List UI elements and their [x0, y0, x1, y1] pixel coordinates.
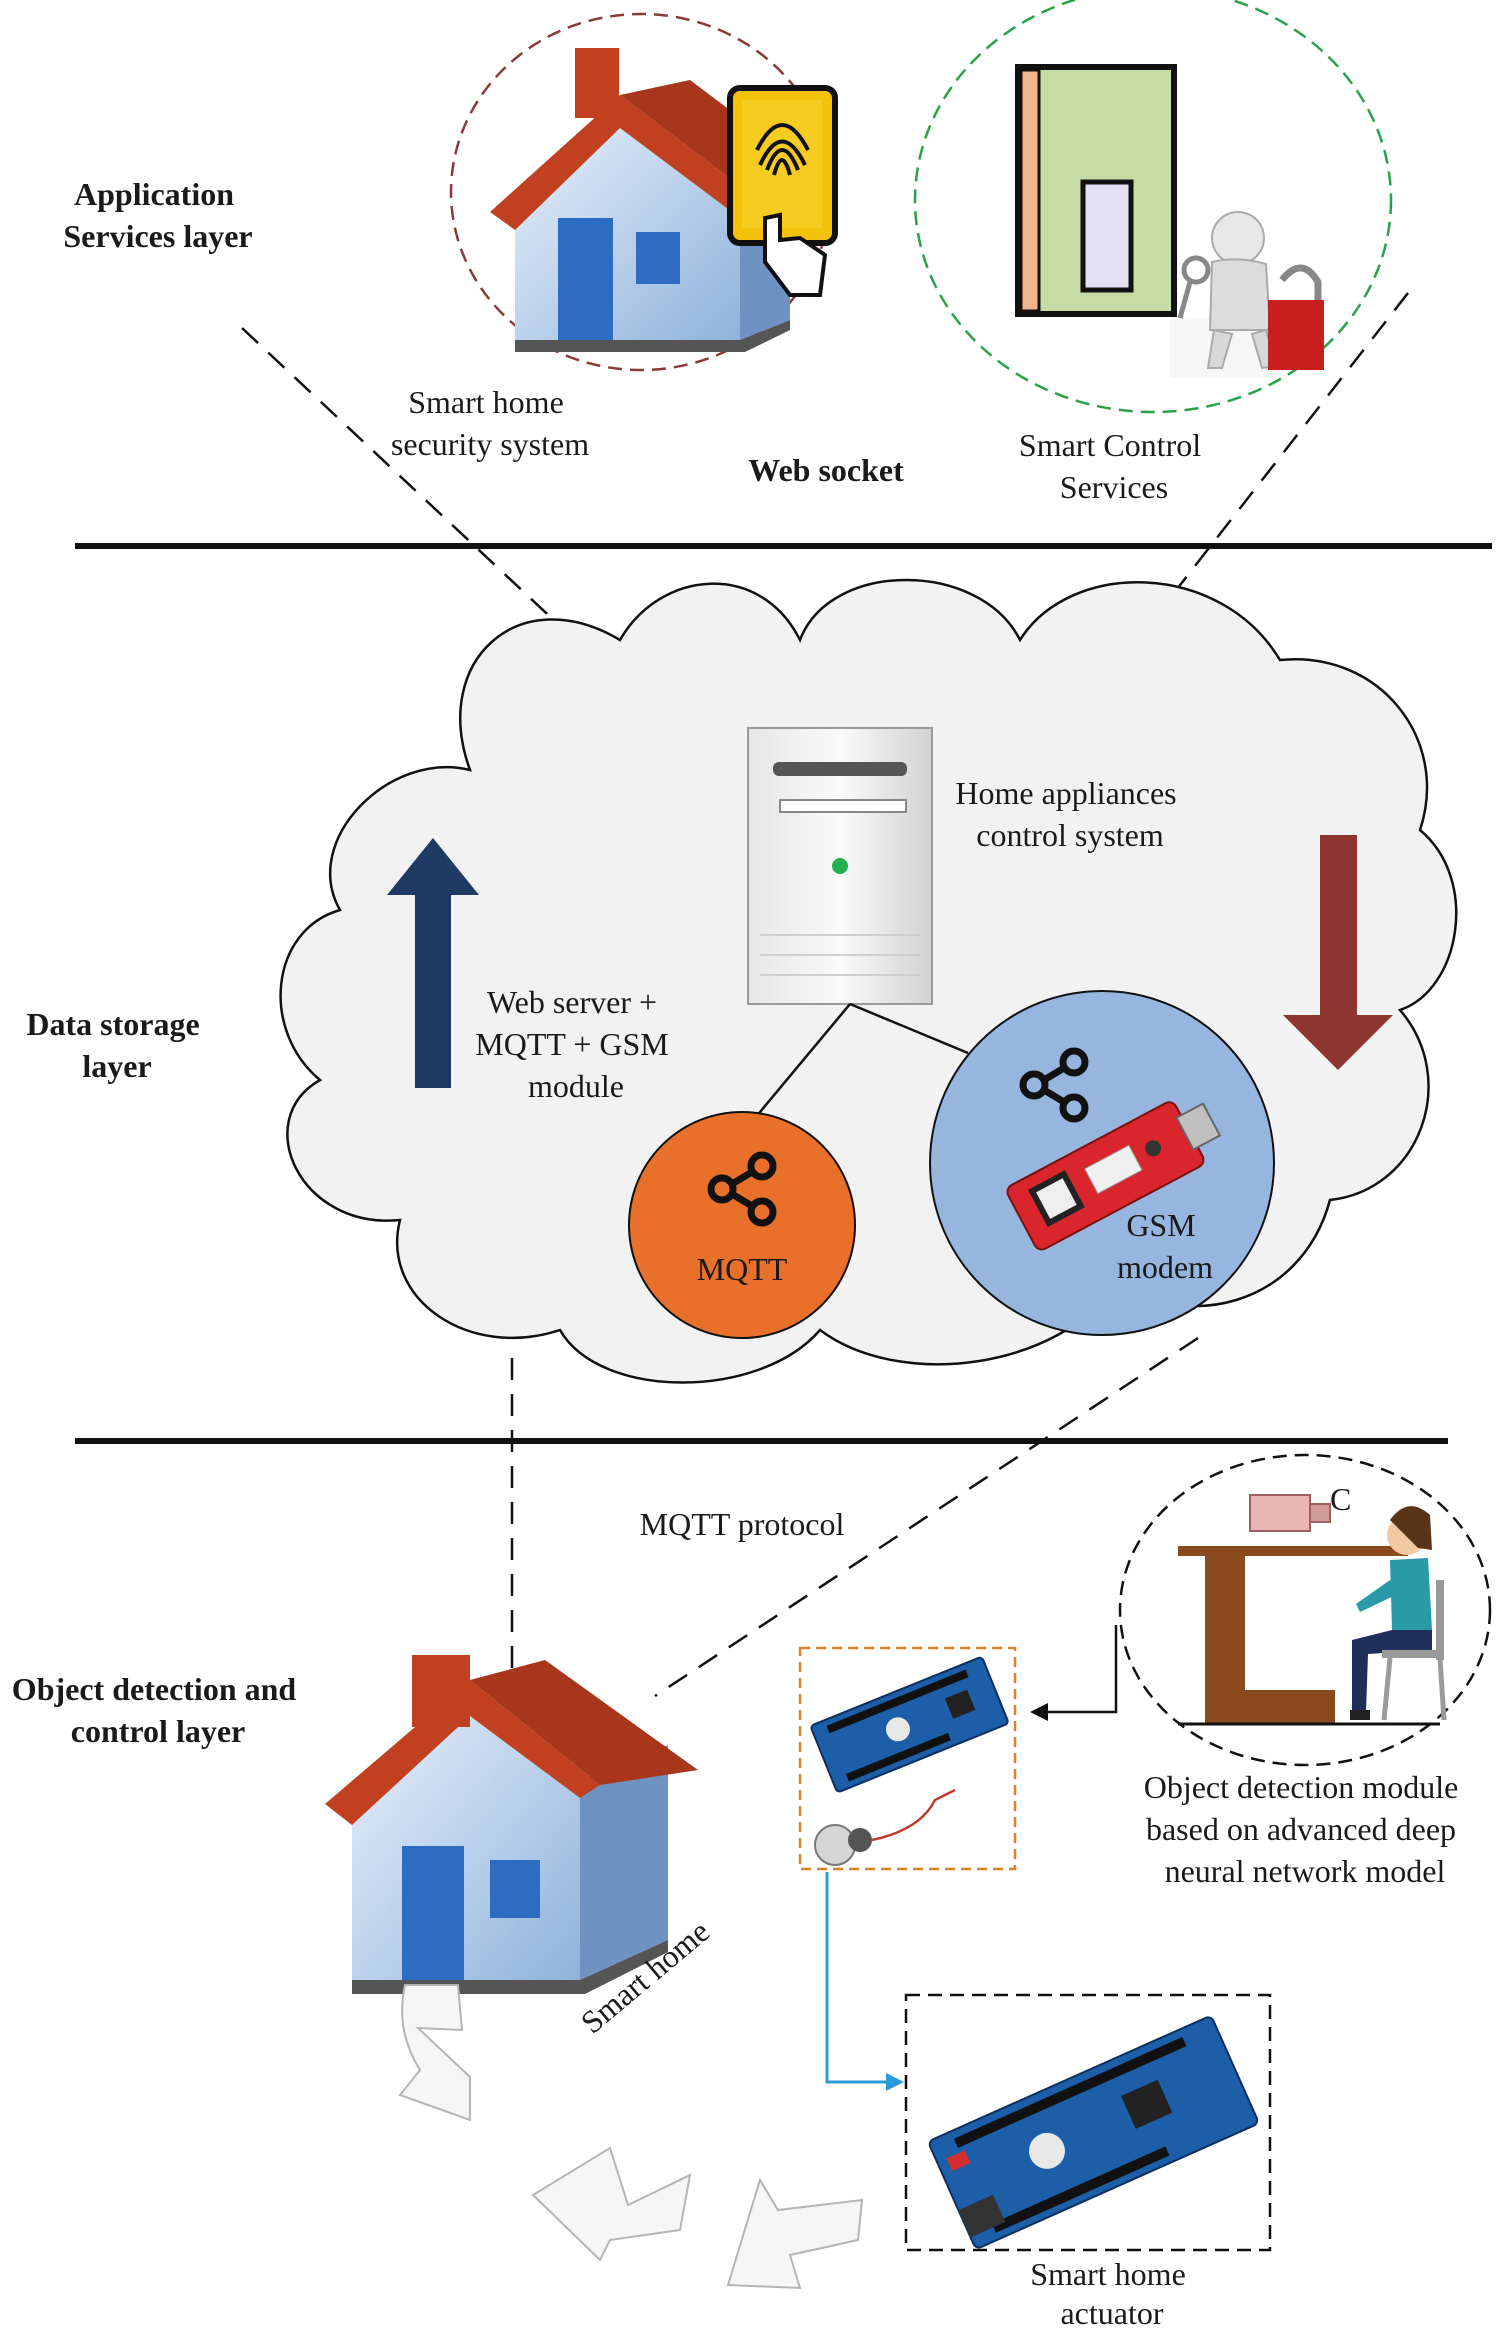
- layer-label-object-detection: Object detection and control layer: [12, 1671, 304, 1749]
- camera-icon: [1249, 1494, 1311, 1532]
- smart-control-services-label: Smart Control Services: [1019, 427, 1209, 505]
- detection-to-arduino-arrow: [1030, 1625, 1118, 1721]
- arduino-module: [798, 1646, 1017, 1871]
- upload-arrow-icon: [387, 838, 479, 1088]
- arduino-to-actuator-connector: [825, 1872, 904, 2091]
- gsm-modem-node: GSM modem: [929, 990, 1275, 1336]
- server-to-mqtt-line: [754, 1003, 851, 1119]
- server-icon: [747, 727, 933, 1005]
- smart-home-security-icon: [449, 12, 838, 372]
- layer-label-application: Application Services layer: [63, 176, 252, 254]
- gsm-board-icon: [1006, 1101, 1222, 1251]
- feedback-arrows: [398, 1984, 864, 2290]
- web-socket-label: Web socket: [748, 452, 904, 488]
- smart-home-house-icon: [325, 1655, 698, 1994]
- smart-control-services-icon: [913, 0, 1393, 414]
- smart-home-actuator: [904, 1993, 1272, 2252]
- mqtt-node: MQTT: [628, 1111, 856, 1339]
- camera-letter: C: [1330, 1481, 1351, 1517]
- curved-arrow-icon: [531, 2146, 692, 2262]
- layer-label-data-storage: Data storage layer: [26, 1006, 207, 1084]
- actuator-label: Smart home actuator: [1030, 2256, 1194, 2330]
- svg-text:GSM modem: GSM modem: [1117, 1207, 1213, 1285]
- smart-home-security-label: Smart home security system: [391, 384, 589, 462]
- object-detection-module-label: Object detection module based on advance…: [1144, 1769, 1467, 1889]
- server-to-gsm-line: [849, 1002, 969, 1055]
- dashed-links: [241, 292, 1409, 1698]
- mqtt-share-icon: [707, 1151, 777, 1227]
- mqtt-protocol-label: MQTT protocol: [640, 1506, 845, 1542]
- svg-text:MQTT: MQTT: [697, 1251, 788, 1287]
- web-server-label: Web server + MQTT + GSM module: [475, 984, 676, 1104]
- object-detection-scene: C: [1118, 1453, 1492, 1767]
- home-appliances-label: Home appliances control system: [955, 775, 1184, 853]
- download-arrow-icon: [1283, 835, 1393, 1070]
- gsm-share-icon: [1019, 1047, 1089, 1123]
- curved-arrow-icon: [398, 1984, 471, 2122]
- curved-arrow-icon: [726, 2177, 864, 2290]
